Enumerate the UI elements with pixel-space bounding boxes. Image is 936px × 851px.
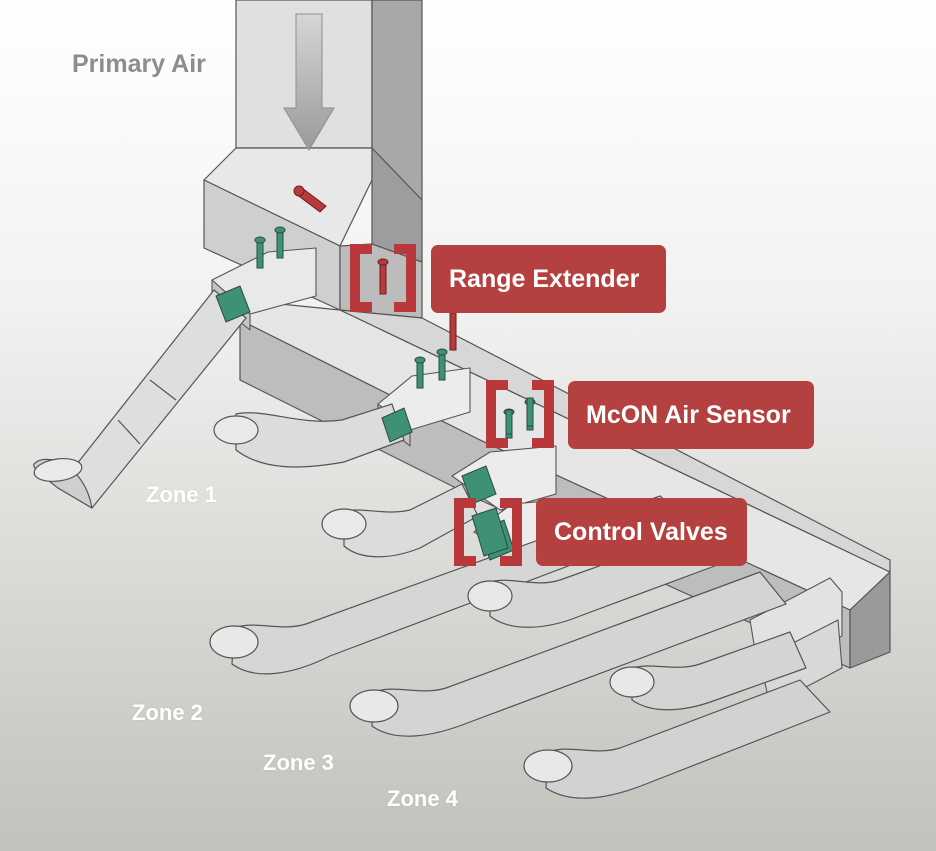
callout-label: Control Valves [554,517,728,546]
callout-range-extender: Range Extender [431,245,666,313]
callout-label: Range Extender [449,264,640,293]
range-extender-icon [379,261,387,295]
zone-label-3: Zone 3 [263,750,334,775]
zone-label-4: Zone 4 [387,786,458,811]
callout-air-sensor: McON Air Sensor [568,381,814,449]
page-title: Primary Air [72,50,206,78]
control-valve-icon [471,507,509,557]
zone-label-2: Zone 2 [132,700,203,725]
callout-bracket-icons [377,258,389,295]
callout-control-valves: Control Valves [536,498,747,566]
zone-ducts [33,289,831,799]
air-sensor-icon [505,409,513,435]
callout-brackets [350,244,554,566]
callout-label: McON Air Sensor [586,400,791,429]
zone-label-1: Zone 1 [146,482,217,507]
airflow-arrow-icon [283,13,335,151]
